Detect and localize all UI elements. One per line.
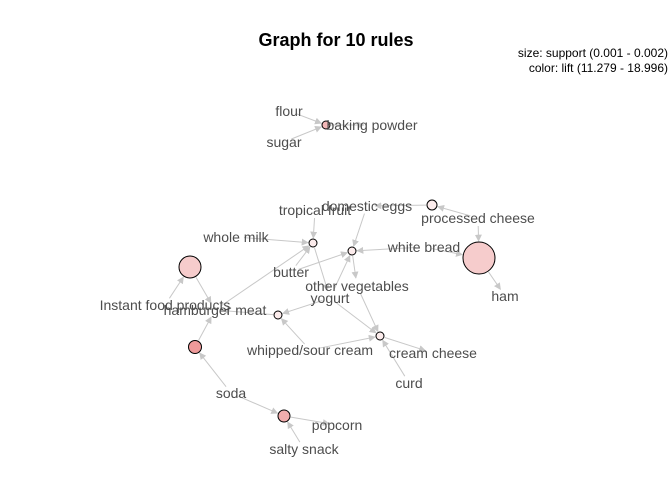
edge-r5-rhs (489, 272, 501, 289)
edge-r3-lhs (354, 214, 365, 247)
legend-size: size: support (0.001 - 0.002) (518, 46, 668, 60)
edge-r2-lhs (313, 218, 314, 238)
edge-r9-lhs (200, 353, 226, 387)
edge-r10-lhs (288, 422, 300, 442)
item-label: yogurt (311, 290, 350, 306)
item-label: whole milk (202, 229, 269, 245)
item-label: flour (275, 103, 303, 119)
rule-node-r2 (309, 239, 317, 247)
rule-node-r8 (179, 256, 201, 278)
item-label: domestic eggs (322, 198, 412, 214)
item-label: ham (491, 288, 518, 304)
edge-r9-rhs (199, 317, 212, 340)
rule-node-r3 (348, 247, 356, 255)
item-label: popcorn (312, 417, 363, 433)
rule-node-r9 (189, 341, 202, 354)
item-label: hamburger meat (164, 302, 267, 318)
item-label: soda (216, 385, 247, 401)
item-label: butter (273, 264, 309, 280)
graph-title: Graph for 10 rules (258, 30, 413, 50)
item-label: baking powder (326, 117, 417, 133)
edge-r7-lhs (281, 319, 304, 344)
rule-node-r5 (463, 242, 495, 274)
item-label: curd (395, 375, 422, 391)
rule-node-r6 (376, 332, 384, 340)
edge-r3-rhs (353, 256, 356, 278)
item-label: processed cheese (421, 210, 535, 226)
item-label: salty snack (269, 441, 339, 457)
rule-node-r10 (278, 410, 290, 422)
rule-node-r4 (427, 200, 437, 210)
legend-color: color: lift (11.279 - 18.996) (529, 61, 668, 75)
edge-r6-lhs (360, 293, 378, 331)
item-label: whipped/sour cream (246, 342, 373, 358)
edge-r6-lhs (336, 303, 376, 333)
item-label: white bread (387, 239, 460, 255)
edge-r8-lhs (169, 277, 183, 298)
item-label: sugar (266, 134, 301, 150)
item-label: cream cheese (389, 345, 477, 361)
node-layer (179, 121, 495, 422)
rule-node-r7 (274, 311, 282, 319)
